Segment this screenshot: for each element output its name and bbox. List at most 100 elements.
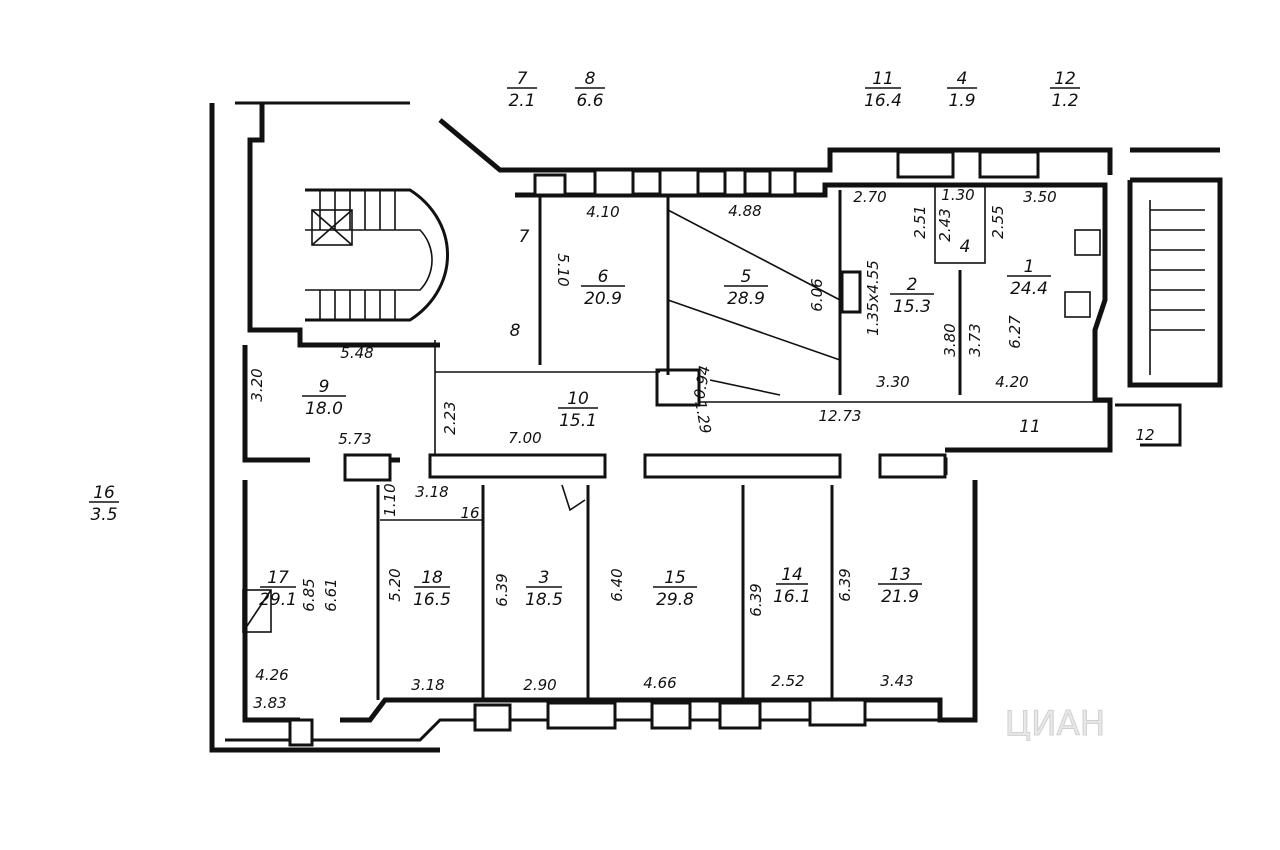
dimension-label: 3.20: [248, 368, 266, 401]
room-6: 620.9: [581, 267, 625, 309]
room-number: 3: [539, 568, 550, 588]
room-number: 10: [567, 389, 589, 409]
dimension-label: 2.70: [853, 188, 886, 206]
room-area: 29.8: [656, 590, 694, 610]
dimension-label: 2.55: [989, 205, 1007, 238]
room-9: 918.0: [302, 377, 346, 419]
room-number: 15: [664, 568, 686, 588]
room-area: 28.9: [727, 289, 765, 309]
room-number: 9: [319, 377, 330, 397]
dimension-label: 4.66: [643, 674, 676, 692]
room-2: 215.3: [890, 275, 934, 317]
dimension-label: 1.29: [691, 399, 715, 435]
dimension-label: 2.51: [911, 205, 929, 238]
room-label-12: 12: [1135, 426, 1154, 444]
room-number: 17: [267, 568, 289, 588]
room-number: 1: [1024, 257, 1035, 277]
room-number: 12: [1054, 69, 1076, 89]
room-area: 21.9: [881, 587, 919, 607]
room-number: 13: [889, 565, 911, 585]
dimension-label: 1.10: [381, 483, 399, 516]
room-label-7: 7: [519, 227, 530, 247]
windows: [288, 150, 1040, 747]
dimension-label: 5.73: [338, 430, 371, 448]
room-label-8: 8: [510, 321, 521, 341]
dimension-label: 1.35x4.55: [864, 260, 882, 336]
room-number: 7: [517, 69, 528, 89]
dimension-label: 1.30: [941, 186, 974, 204]
dimension-label: 6.27: [1006, 315, 1024, 349]
room-number: 11: [872, 69, 894, 89]
dimension-label: 3.18: [411, 676, 444, 694]
dimension-label: 5.20: [386, 568, 404, 601]
room-area: 15.3: [893, 297, 931, 317]
dimension-label: 4.20: [995, 373, 1028, 391]
dimension-label: 4.26: [255, 666, 288, 684]
room-area: 16.5: [413, 590, 451, 610]
dimension-label: 3.50: [1023, 188, 1056, 206]
dimension-label: 3.18: [415, 483, 448, 501]
dimension-label: 3.73: [966, 323, 984, 356]
room-area: 15.1: [559, 411, 597, 431]
room-area: 18.0: [305, 399, 343, 419]
room-area: 6.6: [576, 91, 603, 111]
dimension-label: 2.43: [936, 208, 954, 241]
room-3: 318.5: [525, 568, 563, 610]
room-number: 8: [585, 69, 596, 89]
room-number: 2: [907, 275, 918, 295]
room-5: 528.9: [724, 267, 768, 309]
room-label-11: 11: [1019, 417, 1041, 437]
room-area: 1.2: [1051, 91, 1078, 111]
summary-room-7: 72.1: [507, 69, 537, 111]
room-area: 16.1: [773, 587, 811, 607]
dimension-label: 6.85: [300, 578, 318, 611]
dimension-label: 6.39: [493, 573, 511, 606]
dimension-label: 2.52: [771, 672, 804, 690]
dimension-label: 6.40: [608, 568, 626, 601]
dimension-label: 0.94: [690, 364, 714, 400]
room-number: 5: [741, 267, 752, 287]
dimension-label: 6.39: [836, 568, 854, 601]
dimension-label: 4.88: [728, 202, 761, 220]
dimensions: 4.10 4.88 2.70 1.30 3.50 5.10 6.06 1.35x…: [248, 186, 1057, 712]
dimension-label: 12.73: [819, 407, 862, 425]
dimension-label: 5.10: [554, 253, 572, 286]
dimension-label: 6.06: [808, 278, 826, 311]
dimension-label: 7.00: [508, 429, 541, 447]
dimension-label: 2.23: [441, 401, 459, 434]
room-area: 18.5: [525, 590, 563, 610]
room-number: 4: [957, 69, 968, 89]
room-area: 29.1: [259, 590, 297, 610]
dimension-label: 3.43: [880, 672, 913, 690]
room-number: 14: [781, 565, 803, 585]
room-1: 124.4: [1007, 257, 1051, 299]
room-label-4: 4: [960, 237, 971, 257]
dimension-label: 4.10: [586, 203, 619, 221]
watermark: ЦИАН: [1005, 704, 1106, 744]
summary-room-16: 163.5: [89, 483, 119, 525]
room-area: 2.1: [508, 91, 535, 111]
summary-room-12: 121.2: [1050, 69, 1080, 111]
dimension-label: 6.39: [747, 583, 765, 616]
partitions: [242, 184, 1110, 700]
room-number: 18: [421, 568, 443, 588]
dimension-label: 2.90: [523, 676, 556, 694]
summary-room-4: 41.9: [947, 69, 977, 111]
staircase: [305, 188, 1205, 375]
dimension-label: 3.83: [253, 694, 286, 712]
summary-room-8: 86.6: [575, 69, 605, 111]
room-area: 20.9: [584, 289, 622, 309]
room-area: 16.4: [864, 91, 902, 111]
dimension-label: 3.80: [941, 323, 959, 356]
room-number: 6: [598, 267, 609, 287]
walls: [209, 101, 1223, 753]
room-number: 16: [93, 483, 115, 503]
room-area: 24.4: [1010, 279, 1048, 299]
